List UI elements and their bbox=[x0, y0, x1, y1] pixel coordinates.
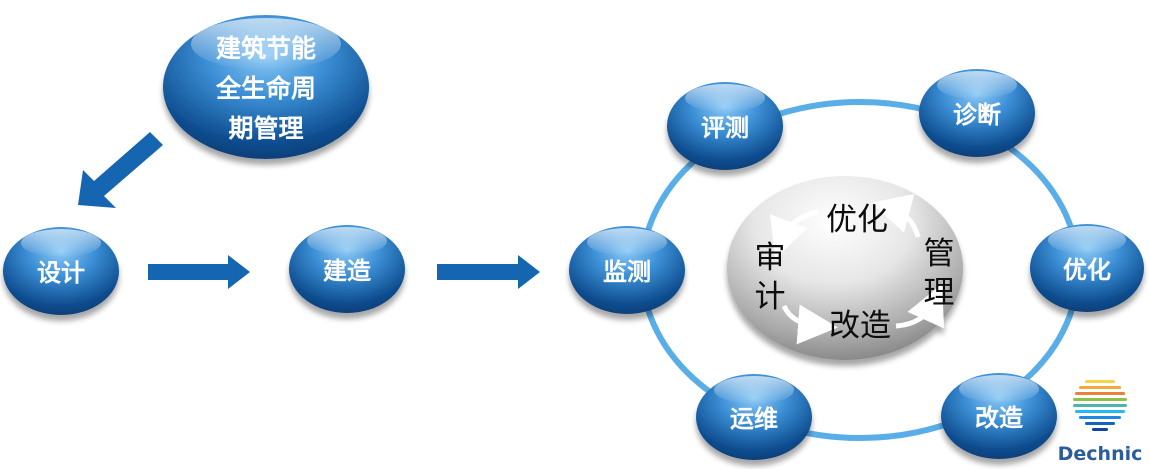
title-bubble-line-3: 期管理 bbox=[228, 114, 303, 143]
arrow-construction-to-monitoring-icon bbox=[437, 255, 540, 289]
cycle-label-evaluation: 评测 bbox=[701, 114, 749, 142]
cycle-node-renovation: 改造 bbox=[941, 373, 1057, 459]
arrow-bubble-to-design-icon bbox=[78, 132, 163, 208]
center-label-left-2: 计 bbox=[755, 279, 786, 315]
stage-node-design: 设计 bbox=[3, 227, 119, 315]
cycle-node-optimization: 优化 bbox=[1030, 224, 1144, 312]
center-arrow-top-right-icon bbox=[870, 193, 921, 238]
cycle-node-evaluation: 评测 bbox=[667, 82, 783, 170]
cycle-node-operation: 运维 bbox=[696, 374, 812, 460]
arrow-design-to-construction-icon bbox=[148, 255, 250, 289]
title-bubble-line-1: 建筑节能 bbox=[216, 34, 316, 63]
center-cycle-ball: 优化 审 计 管 理 改造 bbox=[727, 176, 963, 360]
center-label-bottom: 改造 bbox=[829, 308, 891, 344]
lifecycle-title-bubble: 建筑节能 全生命周 期管理 bbox=[163, 15, 369, 159]
dechnic-logo-text: Dechnic bbox=[1058, 443, 1143, 465]
center-arrow-bottom-right-icon bbox=[895, 283, 944, 329]
cycle-label-diagnosis: 诊断 bbox=[953, 101, 1001, 129]
cycle-label-operation: 运维 bbox=[730, 405, 778, 433]
center-label-right-1: 管 bbox=[924, 236, 955, 272]
title-bubble-line-2: 全生命周 bbox=[215, 74, 316, 103]
center-arrow-bottom-left-icon bbox=[781, 304, 838, 345]
stage-node-construction: 建造 bbox=[289, 225, 405, 313]
center-label-right-2: 理 bbox=[924, 275, 955, 311]
center-label-left-1: 审 bbox=[755, 240, 786, 276]
cycle-label-renovation: 改造 bbox=[975, 404, 1023, 432]
cycle-label-optimization: 优化 bbox=[1063, 256, 1111, 284]
stage-label-design: 设计 bbox=[37, 259, 85, 287]
stage-node-monitoring: 监测 bbox=[569, 226, 685, 314]
center-arrow-top-left-icon bbox=[770, 209, 819, 259]
cycle-node-diagnosis: 诊断 bbox=[919, 69, 1035, 157]
dechnic-logo-mark-icon bbox=[1073, 380, 1127, 431]
dechnic-logo: Dechnic bbox=[1058, 380, 1143, 465]
stage-label-monitoring: 监测 bbox=[603, 258, 651, 286]
stage-label-construction: 建造 bbox=[323, 257, 371, 285]
center-label-top: 优化 bbox=[826, 202, 888, 238]
